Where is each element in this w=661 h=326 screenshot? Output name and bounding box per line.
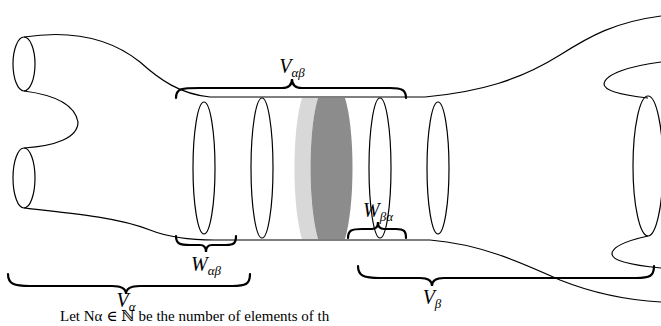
body-text: Let Nα ∈ ℕ be the number of elements of … [60,309,329,324]
surface-outline [24,91,78,148]
region-label: Vβ [423,287,442,310]
surface-outline [604,62,661,98]
region-label: Wβα [363,200,393,223]
cross-section [193,102,215,234]
tube-end [13,37,35,91]
tube-end [633,96,661,236]
region-label: Wαβ [191,254,221,277]
surface-outline [215,239,430,240]
region-label: Vαβ [279,56,305,79]
surface-outline [612,236,661,268]
surface-outline [210,96,425,97]
cross-section [427,102,449,234]
cross-section [251,98,273,238]
brace [358,266,654,286]
surface-outline [24,35,210,97]
brace [176,79,406,98]
brace [348,222,406,238]
brace [176,236,236,252]
surface-outline [425,16,661,97]
shaded-band [311,98,353,239]
surface-outline [24,208,215,240]
tube-end [13,148,35,208]
surface-outline [430,240,661,302]
